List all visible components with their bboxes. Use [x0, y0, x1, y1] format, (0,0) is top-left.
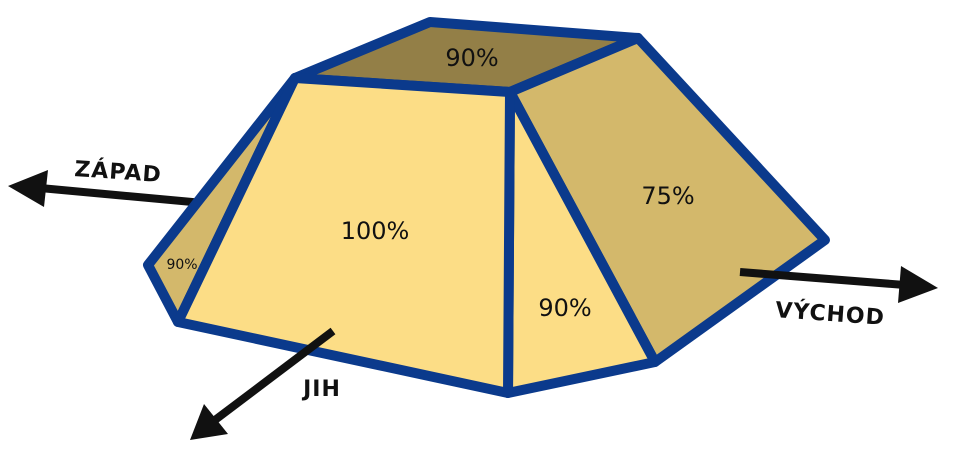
east-direction-label: VÝCHOD	[774, 297, 885, 331]
east-arrow-head	[898, 266, 938, 303]
south-arrow-shaft	[212, 327, 336, 424]
west-face-label: 90%	[166, 257, 197, 273]
roof-face-front	[173, 73, 515, 398]
east-arrow-shaft	[739, 268, 906, 289]
south-direction-label: JIH	[301, 377, 341, 402]
south-east-face-label: 90%	[538, 294, 591, 322]
east-arrow	[739, 266, 938, 303]
west-direction-label: ZÁPAD	[74, 156, 163, 188]
west-arrow-head	[8, 170, 48, 207]
front-face-label: 100%	[341, 217, 410, 245]
south-arrow-head	[190, 404, 228, 440]
east-face-label: 75%	[641, 182, 694, 210]
top-face-label: 90%	[445, 44, 498, 72]
south-arrow	[190, 327, 336, 440]
